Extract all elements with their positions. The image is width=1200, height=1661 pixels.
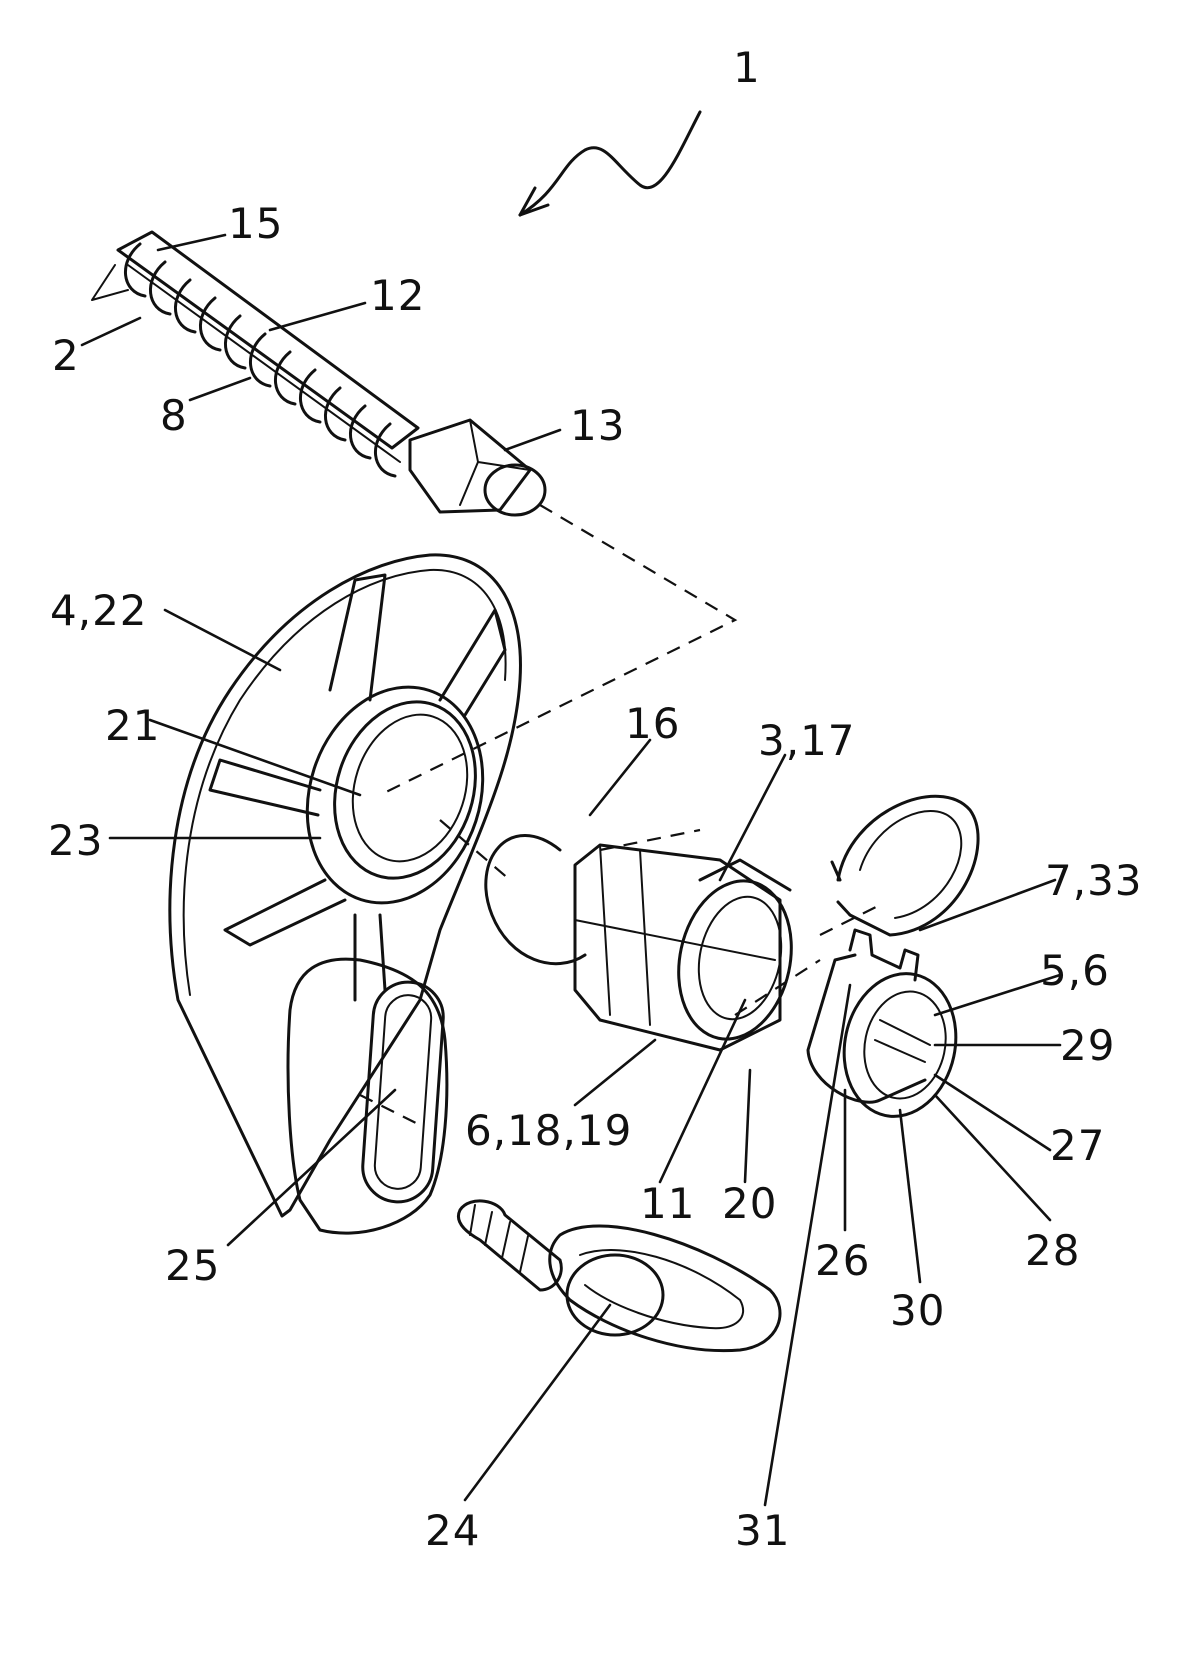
label-26: 26 [815,1236,870,1285]
reference-labels: 15 12 2 8 13 4,22 21 23 16 3,17 7,33 5,6… [48,199,1143,1555]
plate-hub-bore [351,713,469,863]
plate-rib [328,573,387,702]
leader-lines [80,233,1062,1507]
plate-hub-ring [333,700,477,880]
plate-hub-outer [305,685,485,905]
figure-reference: 1 [518,43,761,217]
label-12: 12 [370,271,425,320]
eye-bolt-thread [456,1199,563,1292]
sleeve-nut-part [484,834,793,1052]
label-20: 20 [722,1179,777,1228]
label-3-17: 3,17 [758,716,856,765]
plate-rib [438,608,507,717]
collar-bore [863,990,947,1100]
label-8: 8 [160,391,188,440]
assembly-axis-lines [359,504,881,1126]
hex-drive-end-part [408,418,547,517]
eye-bolt-loop [548,1224,782,1353]
mounting-plate-part [168,553,522,1235]
label-2: 2 [52,331,80,380]
label-16: 16 [625,699,680,748]
spring-clip-part [830,794,980,937]
label-7-33: 7,33 [1045,856,1143,905]
label-4-22: 4,22 [50,586,148,635]
sleeve-dome [484,834,587,966]
collar-ring-part [806,928,958,1118]
plate-lower-arm [286,957,449,1235]
eye-bolt-head [565,1253,665,1337]
plate-rib [208,758,322,817]
label-21: 21 [105,701,160,750]
figure-ref-label: 1 [733,43,761,92]
label-29: 29 [1060,1021,1115,1070]
label-25: 25 [165,1241,220,1290]
label-15: 15 [228,199,283,248]
label-27: 27 [1050,1121,1105,1170]
label-5-6: 5,6 [1040,946,1110,995]
threaded-screw-part [91,230,420,478]
plate-outer-outline [168,553,522,1218]
label-13: 13 [570,401,625,450]
plate-slot [361,980,445,1204]
label-24: 24 [425,1506,480,1555]
label-28: 28 [1025,1226,1080,1275]
collar-tab [848,928,920,982]
plate-rib [223,878,347,947]
screw-thread-ridges [124,242,397,478]
screw-tip [91,264,129,301]
eye-bolt-part [456,1199,782,1353]
figure-ref-wavy-arrow [518,110,702,217]
label-6-18-19: 6,18,19 [465,1106,632,1155]
label-31: 31 [735,1506,790,1555]
label-11: 11 [640,1179,695,1228]
label-23: 23 [48,816,103,865]
sleeve-front-ring [677,879,793,1041]
label-30: 30 [890,1286,945,1335]
figure-ref-arrowhead [518,186,550,217]
sleeve-front-bore [697,895,783,1021]
